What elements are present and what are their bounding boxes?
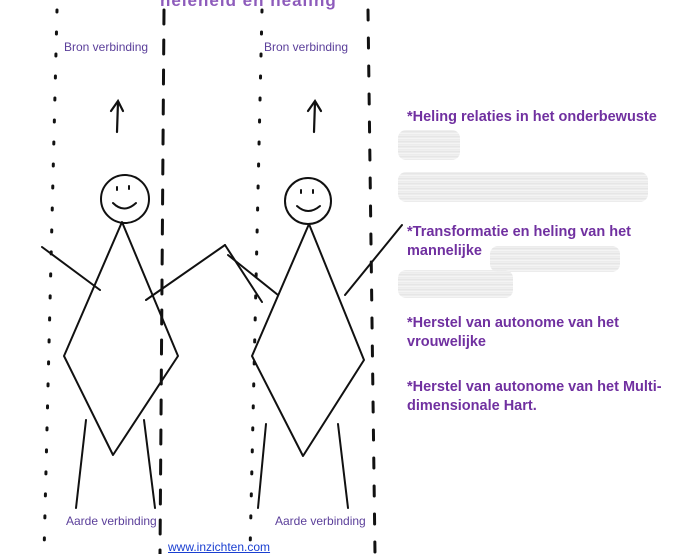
statement-feminine-restoration: *Herstel van autonome van het vrouwelijk… — [407, 315, 619, 350]
blurred-text-4 — [398, 270, 513, 298]
body-left — [63, 221, 179, 456]
statement-relationship-healing: *Heling relaties in het onderbewuste — [407, 109, 657, 125]
earth-connection-label-left: Aarde verbinding — [66, 514, 157, 528]
blurred-text-1 — [398, 130, 460, 160]
boundary-line-4 — [366, 8, 377, 554]
stick-figure-left — [41, 174, 263, 509]
earth-connection-label-right: Aarde verbinding — [275, 514, 366, 528]
stick-figure-right — [227, 177, 403, 509]
up-arrow-icon-right — [306, 98, 323, 134]
top-title: heleheid en healing — [160, 0, 337, 10]
boundary-line-2 — [158, 8, 166, 554]
website-link[interactable]: www.inzichten.com — [168, 540, 271, 554]
up-arrow-icon-left — [109, 98, 125, 134]
blurred-text-2 — [398, 172, 648, 202]
statement-masculine-healing: *Transformatie en heling van het manneli… — [407, 224, 631, 259]
blurred-text-3 — [490, 246, 620, 272]
body-right — [251, 223, 365, 457]
source-connection-label-left: Bron verbinding — [64, 40, 149, 54]
boundary-line-1 — [42, 8, 59, 554]
statement-heart-restoration: *Herstel van autonome van het Multi-dime… — [407, 379, 662, 414]
head-left — [100, 174, 150, 224]
source-connection-label-right: Bron verbinding — [264, 40, 349, 54]
head-right — [284, 177, 332, 225]
dotted-boundary-lines — [42, 8, 377, 554]
boundary-line-3 — [248, 8, 264, 554]
